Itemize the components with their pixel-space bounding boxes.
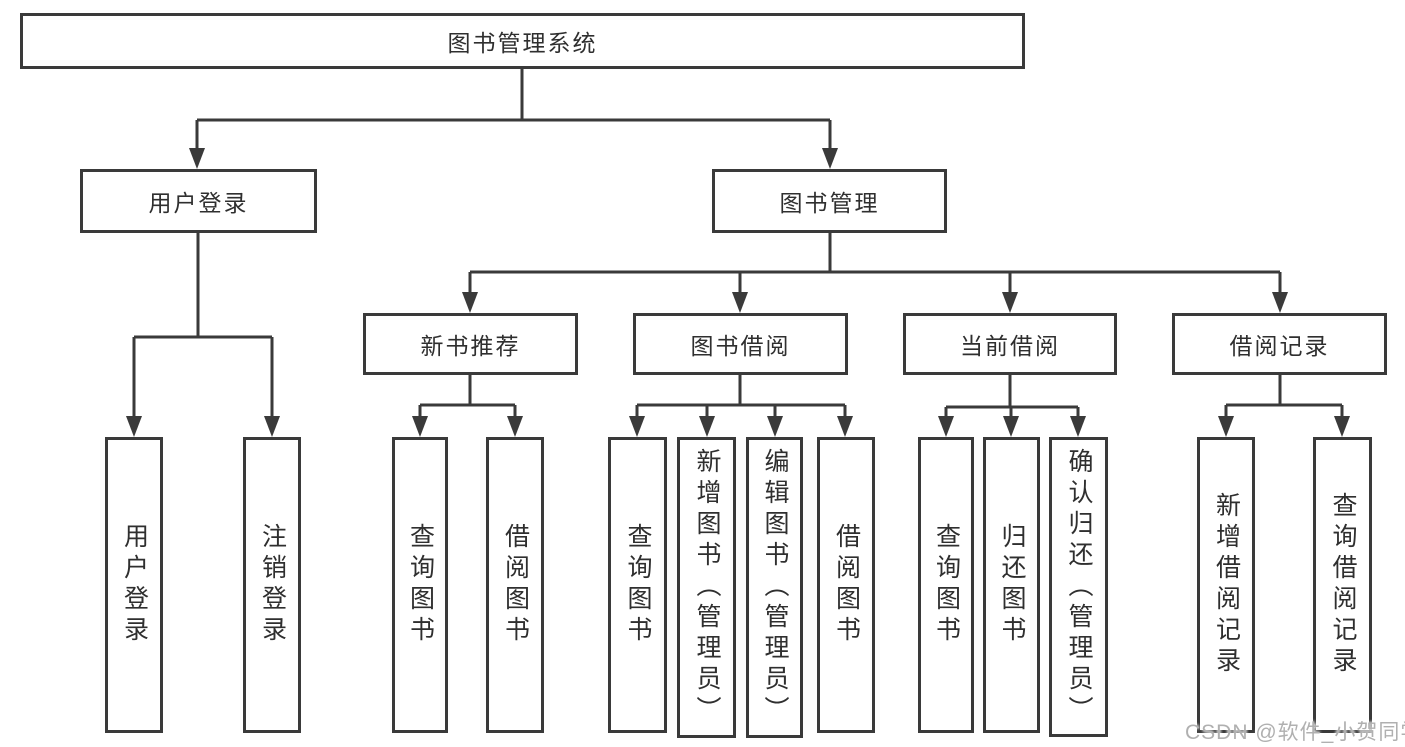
- leaf-return-books: 归还图书: [983, 437, 1040, 733]
- arrowhead-down-icon: [1272, 292, 1288, 313]
- connector-currentborrow-to-leaves: [944, 375, 1080, 425]
- connector-bookmanagement-to-level3: [468, 233, 1282, 301]
- arrowhead-down-icon: [264, 416, 280, 437]
- arrowhead-down-icon: [412, 416, 428, 437]
- connector-bookborrow-to-leaves: [635, 375, 847, 425]
- arrowhead-down-icon: [1003, 416, 1019, 437]
- leaf-edit-books-admin: 编辑图书（管理员）: [746, 437, 803, 738]
- arrowhead-down-icon: [699, 416, 715, 437]
- csdn-watermark: CSDN @软件_小贺同学: [1185, 721, 1405, 744]
- leaf-borrow-books: 借阅图书: [817, 437, 875, 733]
- leaf-user-login: 用户登录: [105, 437, 163, 733]
- leaf-add-books-admin: 新增图书（管理员）: [677, 437, 736, 738]
- arrowhead-down-icon: [1002, 292, 1018, 313]
- connector-userlogin-to-leaves: [132, 233, 274, 425]
- arrowhead-down-icon: [837, 416, 853, 437]
- arrowhead-down-icon: [126, 416, 142, 437]
- arrowhead-down-icon: [462, 292, 478, 313]
- arrowhead-down-icon: [767, 416, 783, 437]
- leaf-add-borrow-record: 新增借阅记录: [1197, 437, 1255, 733]
- node-current-borrow: 当前借阅: [903, 313, 1117, 375]
- leaf-logout: 注销登录: [243, 437, 301, 733]
- arrowhead-down-icon: [732, 292, 748, 313]
- node-new-book-recommend: 新书推荐: [363, 313, 578, 375]
- arrowhead-down-icon: [189, 148, 205, 169]
- arrowhead-down-icon: [629, 416, 645, 437]
- connector-root-to-level2: [195, 69, 832, 156]
- node-user-login: 用户登录: [80, 169, 317, 233]
- arrowhead-down-icon: [1218, 416, 1234, 437]
- leaf-query-books-recommend: 查询图书: [392, 437, 448, 733]
- node-borrow-records: 借阅记录: [1172, 313, 1387, 375]
- arrowhead-down-icon: [1070, 416, 1086, 437]
- leaf-borrow-books-recommend: 借阅图书: [486, 437, 544, 733]
- connector-borrowrecords-to-leaves: [1224, 375, 1344, 425]
- leaf-query-books-current: 查询图书: [918, 437, 974, 733]
- connector-newbook-to-leaves: [418, 375, 517, 425]
- leaf-query-books-borrow: 查询图书: [608, 437, 667, 733]
- node-book-borrow: 图书借阅: [633, 313, 848, 375]
- node-book-management: 图书管理: [712, 169, 947, 233]
- arrowhead-down-icon: [1334, 416, 1350, 437]
- arrowhead-down-icon: [938, 416, 954, 437]
- leaf-query-borrow-record: 查询借阅记录: [1313, 437, 1372, 733]
- arrowhead-down-icon: [507, 416, 523, 437]
- node-library-management-system: 图书管理系统: [20, 13, 1025, 69]
- leaf-confirm-return-admin: 确认归还（管理员）: [1049, 437, 1108, 737]
- arrowhead-down-icon: [822, 148, 838, 169]
